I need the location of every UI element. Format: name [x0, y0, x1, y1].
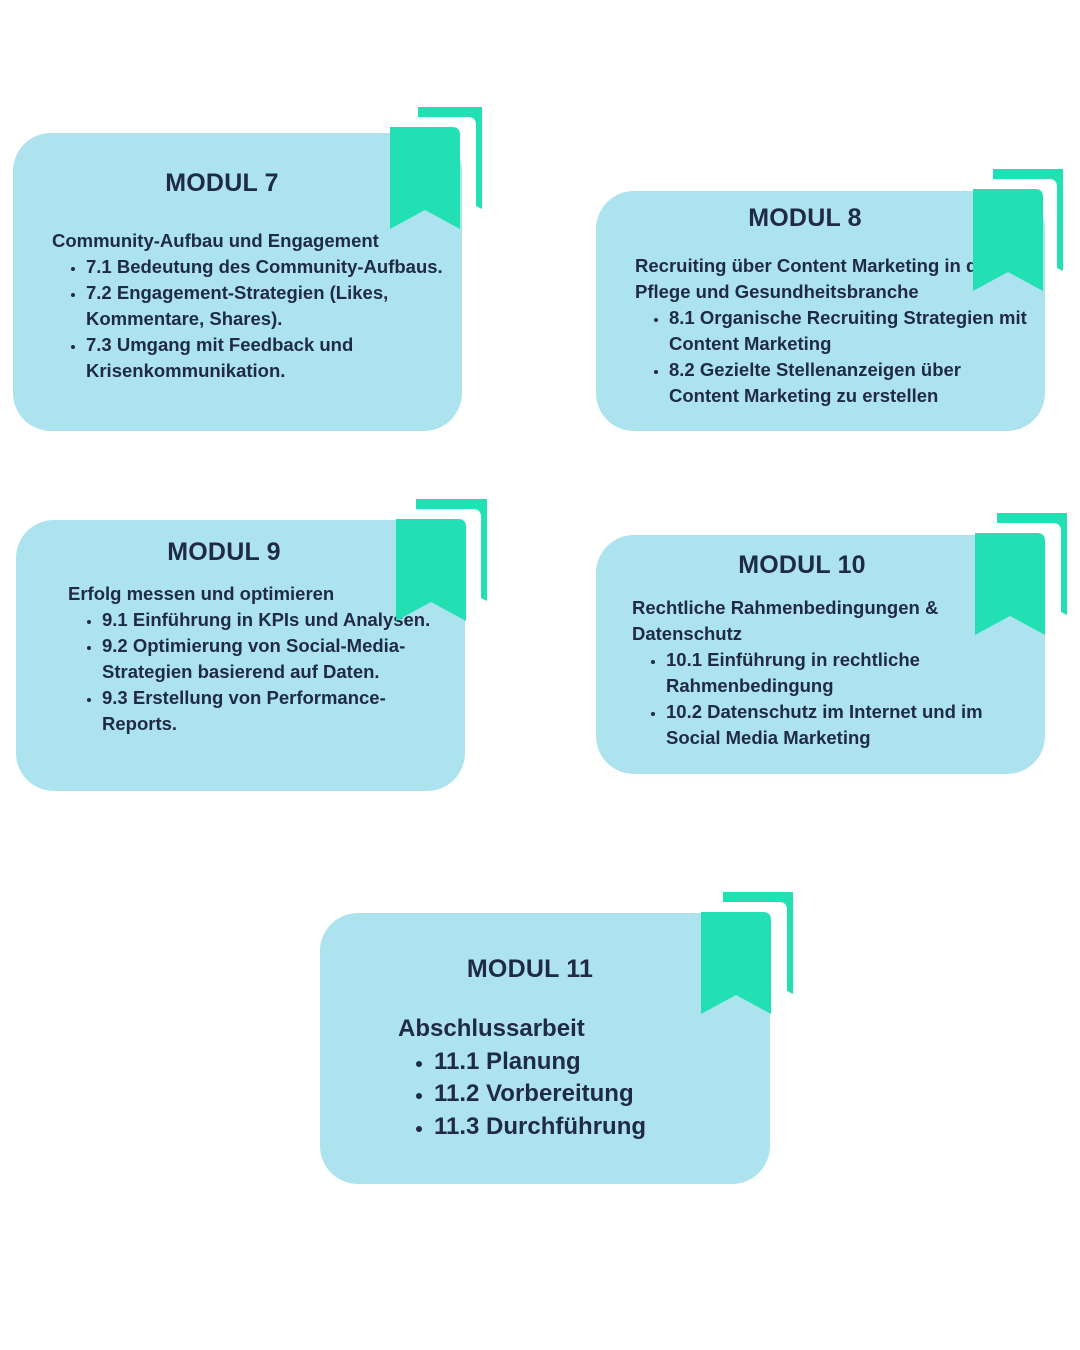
module-item-list: 7.1 Bedeutung des Community-Aufbaus. 7.2… [52, 254, 472, 384]
module-item: 7.2 Engagement-Strategien (Likes, Kommen… [86, 280, 472, 332]
module-item-list: 9.1 Einführung in KPIs und Analysen. 9.2… [68, 607, 448, 737]
module-card-11: MODUL 11 Abschlussarbeit 11.1 Planung 11… [320, 913, 770, 1184]
module-subtitle: Rechtliche Rahmenbedingungen & Datenschu… [632, 597, 939, 644]
bookmark-icon [973, 169, 1065, 293]
bookmark-icon [396, 499, 488, 623]
module-subtitle: Community-Aufbau und Engagement [52, 230, 379, 251]
module-item: 8.2 Gezielte Stellenanzeigen über Conten… [669, 357, 1035, 409]
module-title: MODUL 10 [738, 551, 866, 579]
module-item: 11.2 Vorbereitung [434, 1078, 758, 1111]
module-item: 10.2 Datenschutz im Internet und im Soci… [666, 699, 1032, 751]
module-item-list: 11.1 Planung 11.2 Vorbereitung 11.3 Durc… [398, 1046, 758, 1144]
module-title: MODUL 8 [748, 204, 862, 232]
module-title: MODUL 7 [165, 169, 279, 197]
module-item: 10.1 Einführung in rechtliche Rahmenbedi… [666, 647, 1032, 699]
module-content: Community-Aufbau und Engagement 7.1 Bede… [52, 228, 472, 384]
module-item: 7.3 Umgang mit Feedback und Krisenkommun… [86, 332, 472, 384]
module-content: Abschlussarbeit 11.1 Planung 11.2 Vorber… [398, 1013, 758, 1143]
module-card-7: MODUL 7 Community-Aufbau und Engagement … [13, 133, 462, 431]
module-card-10: MODUL 10 Rechtliche Rahmenbedingungen & … [596, 535, 1045, 774]
module-title: MODUL 9 [167, 538, 281, 566]
module-subtitle: Erfolg messen und optimieren [68, 583, 335, 604]
module-content: Recruiting über Content Marketing in der… [635, 253, 1035, 409]
module-card-9: MODUL 9 Erfolg messen und optimieren 9.1… [16, 520, 465, 791]
module-item: 11.3 Durchführung [434, 1111, 758, 1144]
module-subtitle: Abschlussarbeit [398, 1015, 585, 1042]
bookmark-icon [390, 107, 482, 231]
bookmark-icon [701, 892, 793, 1016]
module-item: 8.1 Organische Recruiting Strategien mit… [669, 305, 1035, 357]
module-content: Rechtliche Rahmenbedingungen & Datenschu… [632, 595, 1032, 751]
module-item-list: 8.1 Organische Recruiting Strategien mit… [635, 305, 1035, 409]
module-subtitle: Recruiting über Content Marketing in der… [635, 255, 995, 302]
bookmark-icon [975, 513, 1067, 637]
module-content: Erfolg messen und optimieren 9.1 Einführ… [68, 581, 448, 737]
module-item: 9.3 Erstellung von Performance-Reports. [102, 685, 448, 737]
module-card-8: MODUL 8 Recruiting über Content Marketin… [596, 191, 1045, 431]
module-item: 9.1 Einführung in KPIs und Analysen. [102, 607, 448, 633]
module-title: MODUL 11 [466, 955, 594, 983]
module-item: 11.1 Planung [434, 1046, 758, 1079]
module-item: 7.1 Bedeutung des Community-Aufbaus. [86, 254, 472, 280]
module-item-list: 10.1 Einführung in rechtliche Rahmenbedi… [632, 647, 1032, 751]
module-item: 9.2 Optimierung von Social-Media-Strateg… [102, 633, 448, 685]
